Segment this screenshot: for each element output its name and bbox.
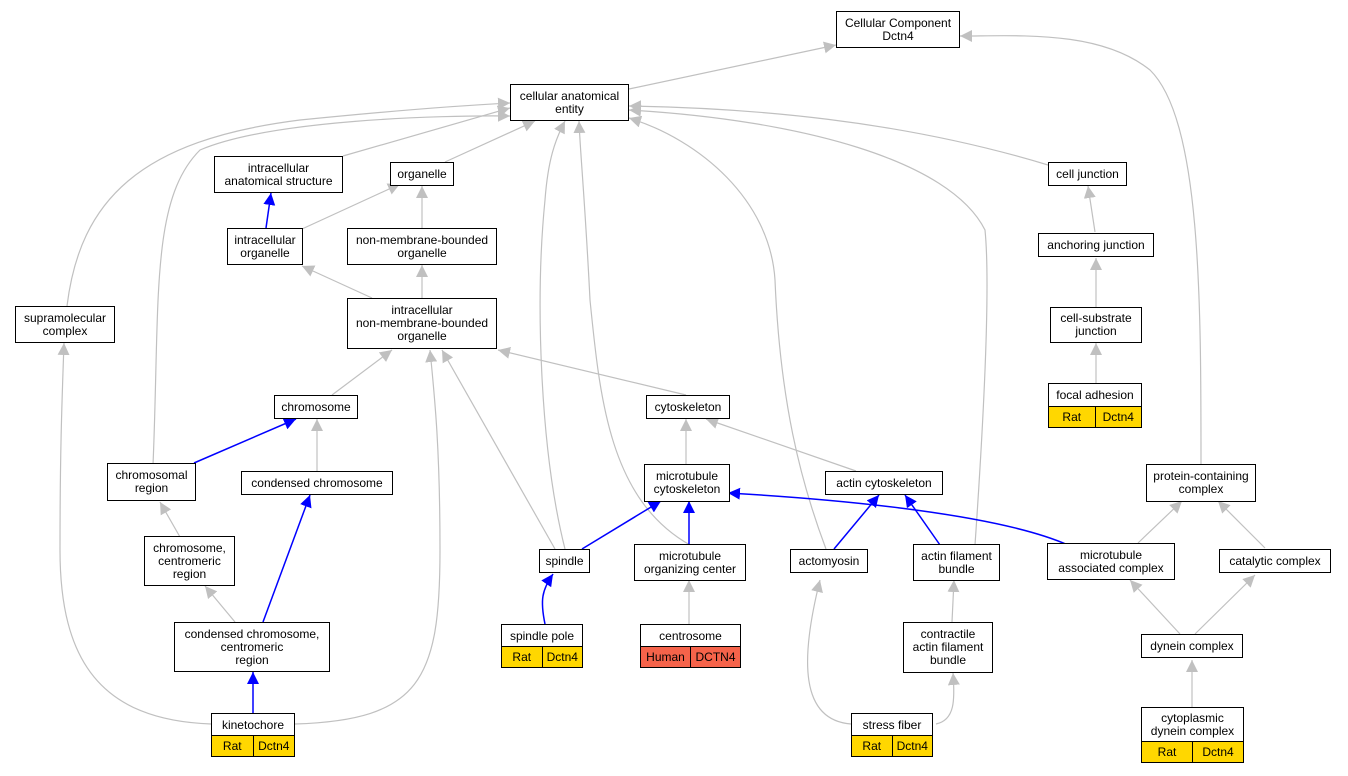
edge-supramol-to-cae	[66, 97, 511, 307]
gene-tag: Dctn4	[1192, 742, 1243, 762]
node-actomyosin[interactable]: actomyosin	[790, 549, 868, 573]
edge-mtassoc-to-proteincomplex	[1137, 500, 1183, 544]
edge-dynein-to-mtassoc	[1129, 579, 1181, 635]
edge-afb-to-cae	[628, 104, 988, 546]
node-centromeric[interactable]: chromosome, centromeric region	[144, 536, 235, 586]
edge-cytoskeleton-to-inmbo	[497, 346, 687, 396]
node-inmbo[interactable]: intracellular non-membrane-bounded organ…	[347, 298, 497, 349]
edge-anchjunction-to-celljunction	[1083, 185, 1096, 233]
node-cae[interactable]: cellular anatomical entity	[510, 84, 629, 121]
node-cell-junction[interactable]: cell junction	[1048, 162, 1127, 186]
node-spindle[interactable]: spindle	[539, 549, 590, 573]
edge-inmbo-to-introrg	[301, 265, 373, 299]
edge-kinetochore-to-inmbo	[294, 349, 441, 725]
node-mtoc[interactable]: microtubule organizing center	[634, 544, 746, 581]
node-stress-fiber[interactable]: stress fiber	[851, 713, 933, 737]
edge-afb-partof-actincyto	[904, 494, 941, 546]
node-cc-root[interactable]: Cellular Component Dctn4	[836, 11, 960, 48]
edge-chromregion-to-cae	[152, 109, 511, 466]
edge-stressfiber-to-cafb	[935, 672, 960, 725]
edge-dynein-to-catalytic	[1194, 574, 1256, 635]
node-focal-adh[interactable]: focal adhesion	[1048, 383, 1142, 407]
node-chrom-region[interactable]: chromosomal region	[107, 463, 196, 501]
node-afb[interactable]: actin filament bundle	[913, 544, 1000, 581]
node-intra-org[interactable]: intracellular organelle	[227, 228, 303, 265]
gene-tag: Dctn4	[891, 736, 932, 756]
edge-stressfiber-to-actomyosin	[807, 579, 852, 725]
edge-kinetochore-to-supramol	[57, 342, 212, 725]
node-catalytic[interactable]: catalytic complex	[1219, 549, 1331, 573]
edge-proteincomplex-to-root	[959, 29, 1202, 466]
species-tag: Rat	[1049, 407, 1095, 427]
edge-cae-to-root	[628, 41, 837, 90]
node-cafb[interactable]: contractile actin filament bundle	[903, 622, 993, 673]
gene-tag: Dctn4	[1094, 407, 1141, 427]
node-cyto-dynein[interactable]: cytoplasmic dynein complex	[1141, 707, 1244, 743]
node-cs-junction[interactable]: cell-substrate junction	[1050, 307, 1142, 343]
node-mt-assoc[interactable]: microtubule associated complex	[1047, 543, 1175, 580]
edge-condcentro-partof-condchrom	[262, 494, 312, 623]
species-tag: Rat	[212, 736, 253, 756]
edge-mtassoc-partof-mtcyto	[727, 487, 1069, 546]
gene-tag: DCTN4	[690, 647, 740, 667]
node-mt-cyto[interactable]: microtubule cytoskeleton	[644, 464, 730, 502]
node-prot-complex[interactable]: protein-containing complex	[1146, 464, 1256, 502]
node-centrosome[interactable]: centrosome	[640, 624, 741, 648]
edge-actincyto-to-cytoskeleton	[705, 417, 857, 472]
edge-celljunction-to-cae	[628, 100, 1049, 166]
edge-organelle-to-cae	[444, 120, 536, 163]
node-organelle[interactable]: organelle	[390, 162, 454, 186]
species-tag: Rat	[1142, 742, 1192, 762]
node-chromosome[interactable]: chromosome	[274, 395, 358, 419]
edge-introrg-to-organelle	[301, 183, 401, 230]
edge-actomyosin-to-cae	[628, 115, 827, 550]
node-kinetochore[interactable]: kinetochore	[211, 713, 295, 737]
node-anch-junction[interactable]: anchoring junction	[1038, 233, 1154, 257]
edge-spindle-to-inmbo	[441, 349, 556, 550]
node-supramol[interactable]: supramolecular complex	[15, 306, 115, 343]
node-nmbo[interactable]: non-membrane-bounded organelle	[347, 228, 497, 265]
edge-spindlepole-partof-spindle	[541, 573, 554, 625]
edge-catalytic-to-proteincomplex	[1217, 500, 1266, 549]
node-cond-centro[interactable]: condensed chromosome, centromeric region	[174, 622, 330, 672]
node-dynein[interactable]: dynein complex	[1141, 634, 1243, 658]
species-tag: Rat	[852, 736, 892, 756]
species-tag: Rat	[502, 647, 542, 667]
edge-cafb-to-afb	[947, 579, 960, 623]
node-cytoskeleton[interactable]: cytoskeleton	[646, 395, 730, 419]
node-ias[interactable]: intracellular anatomical structure	[214, 156, 343, 193]
edge-spindle-to-cae	[539, 120, 566, 550]
edge-centromeric-to-chromregion	[159, 501, 181, 538]
edge-introrg-partof-ias	[263, 192, 276, 229]
edge-ias-to-cae	[342, 105, 511, 157]
edge-condcentro-to-centromeric	[204, 585, 236, 623]
species-tag: Human	[641, 647, 690, 667]
edge-mtoc-to-cae	[573, 120, 691, 546]
gene-tag: Dctn4	[252, 736, 294, 756]
edge-chromosome-to-inmbo	[331, 349, 393, 396]
node-cond-chrom[interactable]: condensed chromosome	[241, 471, 393, 495]
node-spindle-pole[interactable]: spindle pole	[501, 624, 583, 648]
gene-tag: Dctn4	[541, 647, 582, 667]
edge-chromregion-partof-chromosome	[193, 418, 297, 464]
node-actin-cyto[interactable]: actin cytoskeleton	[825, 471, 943, 495]
edge-spindle-partof-mtcyto	[581, 500, 662, 550]
